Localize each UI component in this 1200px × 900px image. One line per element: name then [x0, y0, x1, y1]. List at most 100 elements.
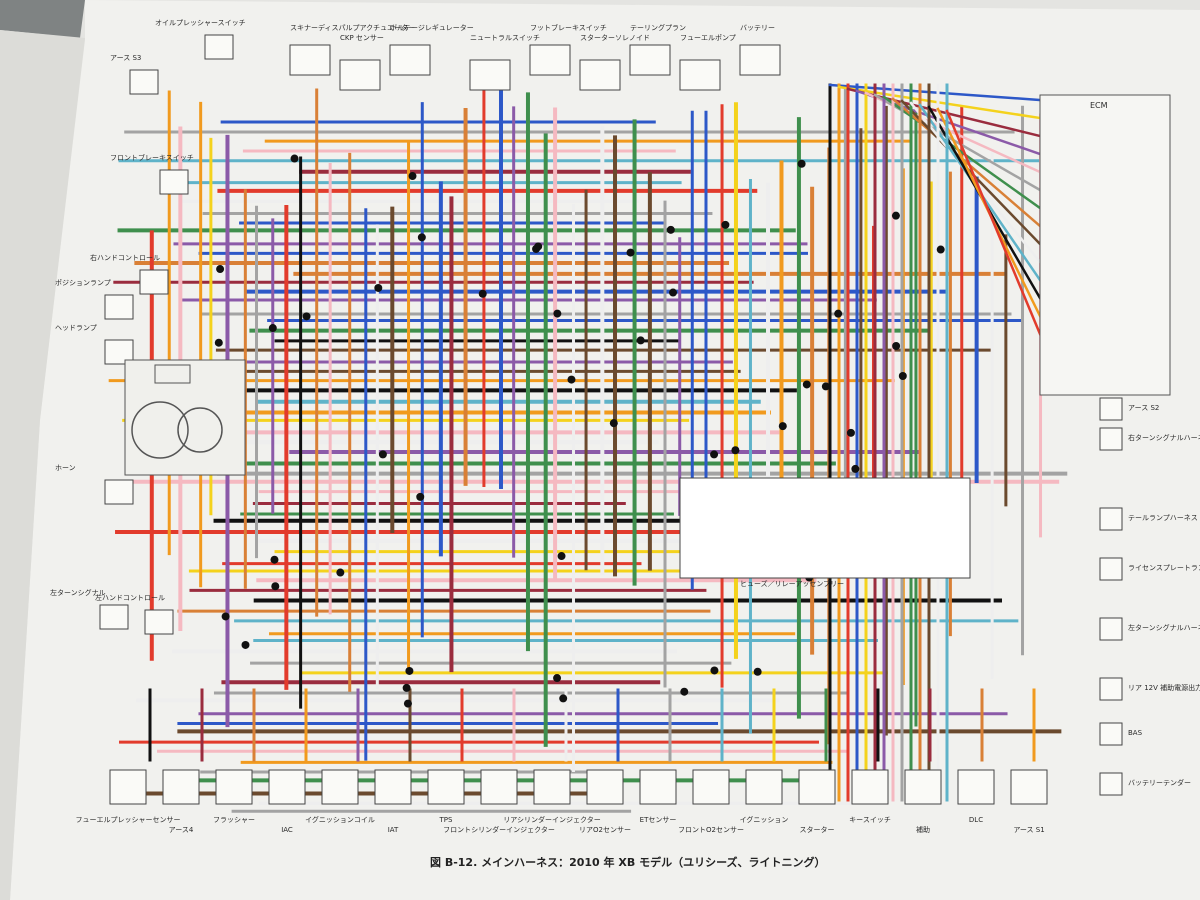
component-labels: アース S3 オイルプレッシャースイッチフロントブレーキスイッチ右ハンドコントロー…: [50, 19, 1200, 834]
label-battery-tender: バッテリーテンダー: [1128, 778, 1191, 787]
splice-dot: [797, 159, 806, 168]
splice-dot: [802, 380, 811, 389]
label-oil-pressure: オイルプレッシャースイッチ: [155, 19, 246, 27]
splice-dot: [666, 225, 675, 234]
splice-dot: [271, 582, 280, 591]
splice-dot: [336, 568, 345, 577]
component-kill-switch: [851, 769, 889, 805]
component-horn: [104, 479, 134, 505]
splice-dot: [567, 375, 576, 384]
component-iat: [374, 769, 412, 805]
label-rear-sensor: リアO2センサー: [579, 826, 631, 834]
label-ground-s4: アース4: [169, 826, 194, 834]
components: [99, 34, 1123, 805]
label-idle-control: スキナーディスパルプアクチュエーター: [290, 23, 415, 32]
splice-dot: [669, 288, 678, 297]
label-lh-control: 左ハンドコントロール: [95, 593, 165, 602]
component-neutral: [469, 59, 511, 91]
label-starter-relay: スターター: [800, 825, 835, 834]
speedometer: [124, 359, 246, 476]
component-lh-control: [144, 609, 174, 635]
splice-dot: [270, 555, 279, 564]
splice-dot: [710, 450, 719, 459]
splice-dot: [846, 428, 855, 437]
component-cmp: [339, 59, 381, 91]
label-position-lamp: ポジションランプ: [55, 279, 111, 287]
component-front-o2: [692, 769, 730, 805]
component-license-lamp: [1099, 557, 1123, 581]
component-starter: [579, 59, 621, 91]
component-accessory: [1099, 677, 1123, 701]
label-ground-s2: アース S2: [1128, 404, 1159, 412]
label-license-lamp: ライセンスプレートランプハーネス: [1128, 564, 1200, 572]
splice-dot: [609, 419, 618, 428]
splice-dot: [478, 289, 487, 298]
component-ignition: [745, 769, 783, 805]
splice-dot: [403, 699, 412, 708]
label-neutral: ニュートラルスイッチ: [470, 34, 540, 42]
label-flasher: フラッシャー: [213, 816, 255, 824]
ecm-label: ECM: [1090, 101, 1108, 110]
splice-dot: [216, 265, 225, 274]
component-ignition-coil: [321, 769, 359, 805]
label-tail-lamp: テールランプハーネス: [1128, 514, 1198, 522]
splice-dot: [626, 248, 635, 257]
component-starter-relay: [798, 769, 836, 805]
splice-dot: [892, 341, 901, 350]
splice-dot: [241, 640, 250, 649]
component-left-turn: [99, 604, 129, 630]
label-dlc: DLC: [969, 816, 983, 824]
component-tail-lamp: [1099, 507, 1123, 531]
label-rear-brake: フットブレーキスイッチ: [530, 23, 607, 32]
label-right-turn: 右ターンシグナルハーネス: [1128, 433, 1200, 442]
splice-dot: [553, 309, 562, 318]
wire: [900, 99, 1042, 246]
component-oil-pressure: [204, 34, 234, 60]
ecm-module: ECM: [1039, 94, 1171, 396]
label-regulator: ボルテージレギュレーター: [390, 23, 474, 32]
splice-dot: [721, 220, 730, 229]
label-iac: IAC: [281, 826, 293, 834]
splice-dot: [378, 450, 387, 459]
component-dlc: [957, 769, 995, 805]
splice-dot: [374, 283, 383, 292]
component-ground-s1: [1010, 769, 1048, 805]
splice-dot: [731, 446, 740, 455]
splice-dot: [417, 233, 426, 242]
label-et-sensor: ETセンサー: [640, 816, 677, 824]
label-front-brake: フロントブレーキスイッチ: [110, 153, 194, 162]
label-spare: 補助: [916, 825, 930, 834]
component-front-injector: [480, 769, 518, 805]
splice-dot: [680, 687, 689, 696]
label-front-o2: フロントO2センサー: [678, 826, 744, 834]
label-left-turn-rear: 左ターンシグナルハーネス: [1128, 623, 1200, 632]
component-fuel-pump: [679, 59, 721, 91]
component-regulator: [389, 44, 431, 76]
label-starter: スターターソレノイド: [580, 33, 650, 42]
label-iat: IAT: [388, 826, 399, 834]
splice-dot: [214, 338, 223, 347]
splice-dot: [821, 382, 830, 391]
splice-dot: [636, 336, 645, 345]
component-battery-tender: [1099, 772, 1123, 796]
label-left-turn: 左ターンシグナル: [50, 588, 106, 597]
component-rh-control: [139, 269, 169, 295]
component-tps: [427, 769, 465, 805]
label-kill-switch: キースイッチ: [849, 816, 891, 824]
label-ground-s3: アース S3: [110, 54, 141, 62]
component-iac: [268, 769, 306, 805]
component-fuel-pressure: [109, 769, 147, 805]
label-rh-control: 右ハンドコントロール: [90, 253, 160, 262]
label-front-injector: フロントシリンダーインジェクター: [443, 825, 555, 834]
component-rear-brake: [529, 44, 571, 76]
component-idle-control: [289, 44, 331, 76]
splice-dot: [557, 552, 566, 561]
component-spare: [904, 769, 942, 805]
splice-dot: [221, 612, 230, 621]
splice-dot: [405, 666, 414, 675]
component-bas: [1099, 722, 1123, 746]
component-ground-s2: [1099, 397, 1123, 421]
label-rear-injector: リアシリンダーインジェクター: [503, 815, 600, 824]
splice-dot: [898, 371, 907, 380]
